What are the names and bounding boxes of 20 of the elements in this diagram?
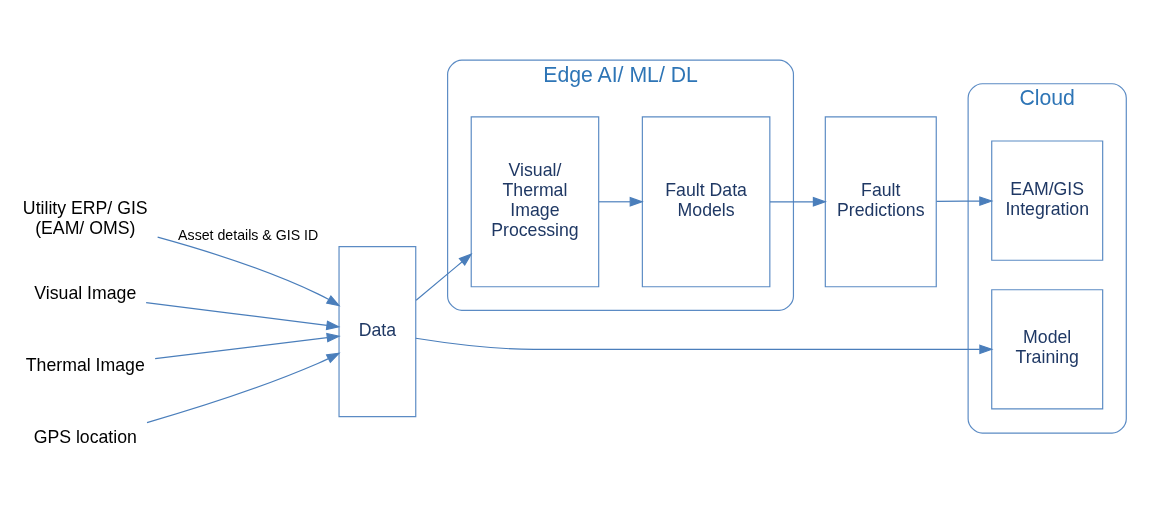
node-box: EAM/GIS Integration [991,139,1104,261]
arrow [415,337,994,354]
arrow [145,301,341,330]
node-text: Thermal Image [25,354,145,375]
edge-label: Asset details & GIS ID [178,226,319,243]
node-box: Model Training [991,288,1104,410]
arrow [598,196,644,207]
node-box: Fault Predictions [824,115,937,287]
arrow [415,252,473,301]
arrow [936,195,994,206]
node-box: Fault Data Models [641,115,771,287]
arrow [146,351,341,423]
node-box: Data [338,245,417,417]
arrow [769,196,827,207]
node-text: Visual Image [34,282,137,303]
arrow [157,236,341,306]
node-text: GPS location [33,426,137,447]
node-box: Visual/ Thermal Image Processing [470,115,600,287]
node-text: Utility ERP/ GIS (EAM/ OMS) [22,197,148,238]
arrow [154,332,341,359]
